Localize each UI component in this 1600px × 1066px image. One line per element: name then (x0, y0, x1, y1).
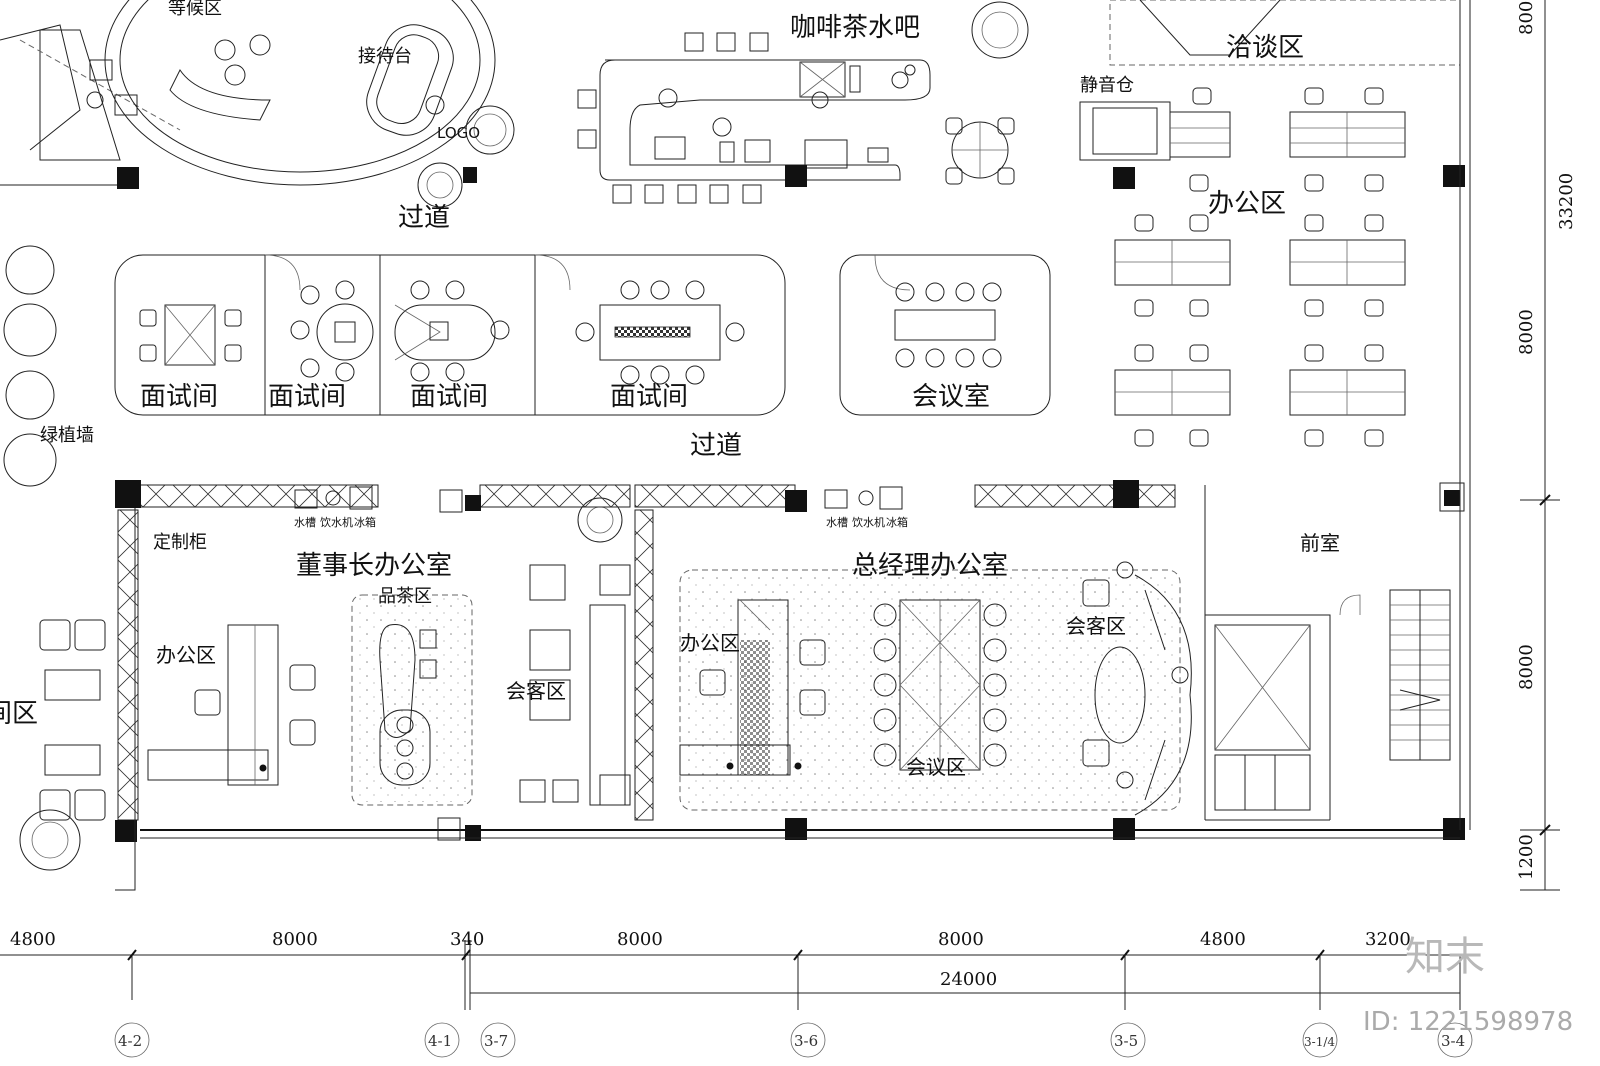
label-logo: LOGO (437, 124, 480, 142)
label-corridor-mid: 过道 (690, 431, 742, 461)
label-interview-4: 面试间 (610, 382, 688, 412)
interview-rooms (114, 254, 786, 416)
label-fridge-2: 冰箱 (886, 515, 908, 529)
plants (3, 1, 1029, 871)
label-interview-1: 面试间 (140, 382, 218, 412)
axis-1: 4-1 (428, 1032, 452, 1050)
axis-5: 3-1/4 (1304, 1035, 1335, 1049)
dimension-texts: 4800 8000 340 8000 8000 4800 3200 24000 … (10, 0, 1577, 990)
watermark-brand: 知末 (1405, 934, 1485, 980)
office-area-desks (1079, 0, 1465, 447)
watermark: 知末 ID: 1221598978 (1363, 934, 1573, 1037)
label-meeting-room: 会议室 (912, 382, 990, 412)
label-gm-work: 办公区 (680, 631, 740, 655)
dim-bottom-6: 3200 (1365, 929, 1411, 950)
label-green-wall: 绿植墙 (40, 425, 94, 446)
dim-right-2: 8000 (1516, 644, 1537, 690)
dim-right-1: 8000 (1516, 309, 1537, 355)
axis-3: 3-6 (794, 1032, 818, 1050)
axis-0: 4-2 (118, 1032, 142, 1050)
dim-bottom-2: 340 (450, 929, 484, 950)
dim-bottom-4: 8000 (938, 929, 984, 950)
label-corridor-top: 过道 (398, 203, 450, 233)
label-fridge-1: 冰箱 (354, 515, 376, 529)
label-gm-guest: 会客区 (1066, 614, 1126, 638)
dim-bottom-1: 8000 (272, 929, 318, 950)
label-negotiation: 洽谈区 (1226, 33, 1304, 63)
label-left-partial: 间区 (0, 699, 38, 729)
label-sink-1: 水槽 (294, 516, 316, 529)
dimension-lines (0, 0, 1560, 1058)
labels: 等候区 接待台 LOGO 咖啡茶水吧 洽谈区 静音仓 办公区 过道 过道 面试间… (0, 0, 1340, 779)
dim-right-0: 8000 (1516, 0, 1537, 35)
label-chairman-work: 办公区 (156, 643, 216, 667)
label-reception: 接待台 (358, 46, 412, 67)
label-office-area: 办公区 (1208, 189, 1286, 219)
label-chairman-guest: 会客区 (506, 679, 566, 703)
meeting-room (839, 254, 1051, 416)
round-table (945, 117, 1015, 185)
axis-2: 3-7 (484, 1032, 508, 1050)
label-waiting: 等候区 (168, 0, 222, 19)
label-custom-cabinet: 定制柜 (153, 532, 207, 553)
front-room (1205, 589, 1451, 821)
gm-office (679, 561, 1192, 816)
axis-4: 3-5 (1114, 1032, 1138, 1050)
label-gm-meeting: 会议区 (906, 755, 966, 779)
dim-bottom-0: 4800 (10, 929, 56, 950)
label-tea-area: 品茶区 (378, 586, 432, 607)
watermark-id: ID: 1221598978 (1363, 1007, 1573, 1037)
axis-labels: 4-2 4-1 3-7 3-6 3-5 3-1/4 3-4 (118, 1032, 1465, 1050)
label-chairman-office: 董事长办公室 (296, 551, 452, 581)
label-sink-2: 水槽 (826, 516, 848, 529)
label-coffee-bar: 咖啡茶水吧 (790, 13, 920, 43)
label-interview-3: 面试间 (410, 382, 488, 412)
dim-bottom-3: 8000 (617, 929, 663, 950)
dim-right-3: 1200 (1516, 834, 1537, 880)
label-interview-2: 面试间 (268, 382, 346, 412)
label-quiet-pod: 静音仓 (1080, 75, 1134, 96)
appliances-icons (294, 486, 903, 841)
reception-zone (0, 0, 496, 189)
dim-bottom-total: 24000 (940, 969, 997, 990)
label-water-1: 饮水机 (320, 515, 353, 529)
axis-6: 3-4 (1441, 1032, 1465, 1050)
coffee-bar (577, 32, 931, 204)
label-water-2: 饮水机 (852, 515, 885, 529)
chairman-office (39, 564, 631, 821)
label-gm-office: 总经理办公室 (852, 551, 1008, 581)
structure-walls (115, 0, 1471, 891)
dim-right-total: 33200 (1556, 173, 1577, 230)
dim-bottom-5: 4800 (1200, 929, 1246, 950)
label-front-room: 前室 (1300, 531, 1340, 555)
